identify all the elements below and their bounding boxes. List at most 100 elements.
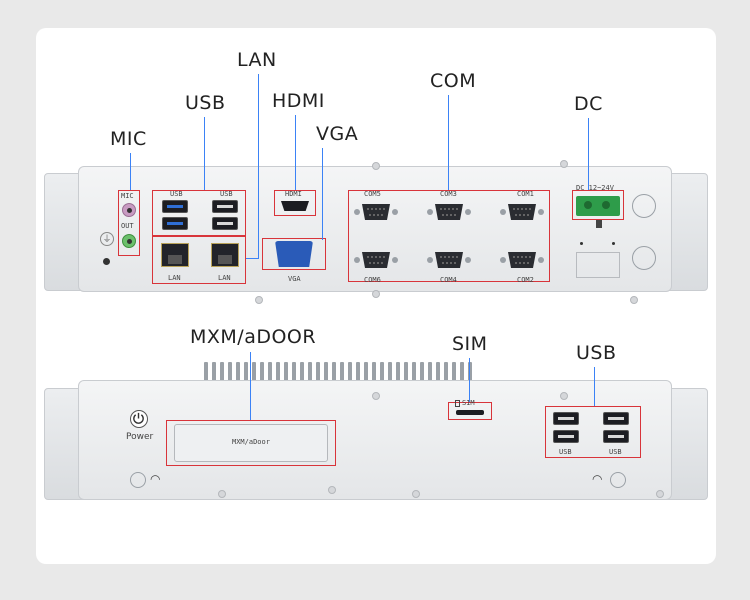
com-port[interactable] (425, 201, 473, 223)
callout-usb-rear: USB (576, 342, 617, 364)
mic-highlight-box (118, 190, 140, 256)
com-port[interactable] (352, 249, 400, 271)
com-port[interactable] (498, 201, 546, 223)
com-port[interactable] (352, 201, 400, 223)
lan-port-label: LAN (168, 274, 181, 282)
reset-pinhole (103, 258, 110, 265)
callout-hdmi: HDMI (272, 90, 325, 112)
usb2-port[interactable] (212, 217, 238, 230)
leader-line-sim (469, 358, 470, 402)
heatsink-fin (452, 362, 456, 384)
com-port[interactable] (425, 249, 473, 271)
callout-sim: SIM (452, 333, 488, 355)
heatsink-fin (340, 362, 344, 384)
com-port-label: COM6 (364, 276, 381, 284)
callout-vga: VGA (316, 123, 359, 145)
leader-line-mxm (250, 352, 251, 420)
sim-highlight-box (448, 402, 492, 420)
power-label: Power (126, 432, 154, 442)
usb-port-label: USB (559, 448, 572, 456)
heatsink-fin (252, 362, 256, 384)
heatsink-fin (404, 362, 408, 384)
heatsink-fin (436, 362, 440, 384)
usb-port[interactable] (603, 430, 629, 443)
heatsink-fin (428, 362, 432, 384)
antenna-hole (632, 194, 656, 218)
heatsink-fin (468, 362, 472, 384)
wifi-icon: ◠ (592, 472, 603, 486)
panel-screw (560, 392, 568, 400)
heatsink-fin (372, 362, 376, 384)
heatsink-fin (260, 362, 264, 384)
heatsink-fin (284, 362, 288, 384)
heatsink-fin (460, 362, 464, 384)
led-dot (612, 242, 615, 245)
com-port-label: COM2 (517, 276, 534, 284)
callout-mic: MIC (110, 128, 147, 150)
mxm-highlight-box (166, 420, 336, 466)
heatsink-fin (300, 362, 304, 384)
leader-line-dc (588, 118, 589, 190)
panel-screw (255, 296, 263, 304)
usb3-port[interactable] (162, 200, 188, 213)
usb-port[interactable] (553, 412, 579, 425)
heatsink-fin (220, 362, 224, 384)
callout-dc: DC (574, 93, 603, 115)
usb-highlight-box (152, 190, 246, 236)
lan-port[interactable] (211, 243, 239, 267)
heatsink-fin (380, 362, 384, 384)
heatsink-fin (332, 362, 336, 384)
dc-terminal-block[interactable] (576, 196, 620, 216)
com-port-label: COM4 (440, 276, 457, 284)
sim-card-icon (455, 400, 460, 407)
hdmi-port[interactable] (281, 201, 309, 211)
com-port-label: COM3 (440, 190, 457, 198)
usb-port-label: USB (170, 190, 183, 198)
panel-screw (560, 160, 568, 168)
usb-port[interactable] (553, 430, 579, 443)
com-port[interactable] (498, 249, 546, 271)
heatsink-fin (276, 362, 280, 384)
com-port-label: COM1 (517, 190, 534, 198)
wifi-icon: ◠ (150, 472, 161, 486)
panel-screw (372, 392, 380, 400)
dc-highlight-box (572, 190, 624, 220)
heatsink-fin (308, 362, 312, 384)
leader-line-usb (204, 117, 205, 190)
usb2-port[interactable] (212, 200, 238, 213)
top-panel-right-wing (666, 173, 708, 291)
heatsink-fin (412, 362, 416, 384)
usb-port-label: USB (609, 448, 622, 456)
vga-port[interactable] (275, 241, 313, 267)
heatsink-fin (444, 362, 448, 384)
audio-out-jack[interactable] (122, 234, 136, 248)
dc-input-label: DC 12~24V (576, 184, 614, 192)
leader-line-lan (246, 258, 259, 259)
panel-screw (218, 490, 226, 498)
lan-port[interactable] (161, 243, 189, 267)
heatsink-fin (324, 362, 328, 384)
lan-highlight-box (152, 236, 246, 284)
sim-card-slot[interactable] (456, 410, 484, 415)
leader-line-lan (258, 74, 259, 258)
out-jack-label: OUT (121, 222, 134, 230)
heatsink-fin (364, 362, 368, 384)
panel-screw (412, 490, 420, 498)
heatsink-fin (268, 362, 272, 384)
usb-port[interactable] (603, 412, 629, 425)
callout-com: COM (430, 70, 477, 92)
panel-screw (372, 290, 380, 298)
hdmi-highlight-box (274, 190, 316, 216)
heatsink-fin (356, 362, 360, 384)
heatsink-fin (316, 362, 320, 384)
heatsink-fin (388, 362, 392, 384)
leader-line-hdmi (295, 115, 296, 190)
mic-jack-label: MIC (121, 192, 134, 200)
panel-screw (372, 162, 380, 170)
mic-jack[interactable] (122, 203, 136, 217)
mxm-adoor-slot[interactable] (174, 424, 328, 462)
power-button[interactable] (130, 410, 148, 428)
led-dot (580, 242, 583, 245)
usb3-port[interactable] (162, 217, 188, 230)
bottom-panel-right-wing (666, 388, 708, 500)
